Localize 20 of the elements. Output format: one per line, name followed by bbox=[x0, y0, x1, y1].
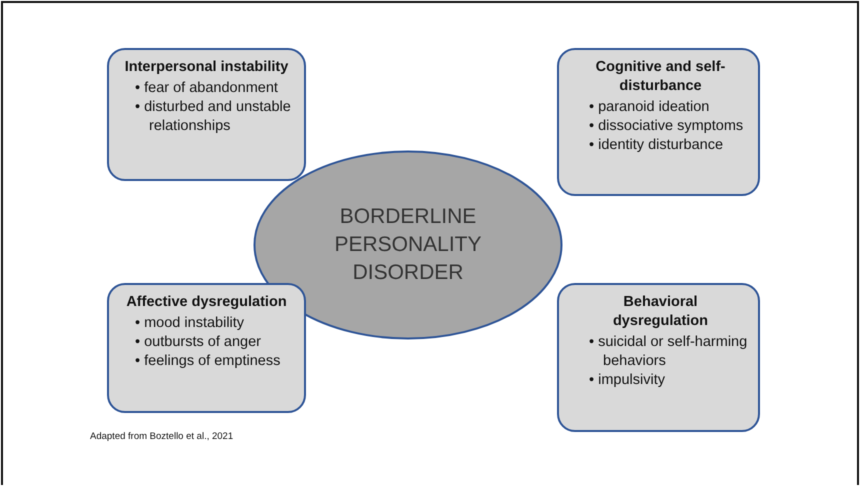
box-heading: Affective dysregulation bbox=[125, 293, 288, 312]
bullet-item: • fear of abandonment bbox=[135, 79, 279, 98]
category-box bbox=[557, 283, 760, 432]
category-box bbox=[107, 283, 306, 413]
bullet-item: • impulsivity bbox=[589, 371, 666, 390]
bullet-item: • identity disturbance bbox=[589, 136, 724, 155]
box-heading: Behavioral dysregulation bbox=[612, 293, 710, 331]
box-heading: Interpersonal instability bbox=[124, 58, 290, 77]
bullet-item: • outbursts of anger bbox=[135, 333, 262, 352]
category-box bbox=[557, 48, 760, 196]
category-box bbox=[107, 48, 306, 181]
bullet-item: • dissociative symptoms bbox=[589, 117, 744, 136]
bullet-item: • mood instability bbox=[135, 314, 246, 333]
ellipse-title: BORDERLINE PERSONALITY DISORDER bbox=[333, 204, 483, 286]
box-heading: Cognitive and self-disturbance bbox=[594, 58, 726, 96]
bullet-item: • suicidal or self-harming behaviors bbox=[589, 333, 748, 371]
bullet-item: • paranoid ideation bbox=[589, 98, 710, 117]
bullet-item: • disturbed and unstable relationships bbox=[135, 98, 292, 136]
caption: Adapted from Boztello et al., 2021 bbox=[90, 431, 234, 442]
bullet-item: • feelings of emptiness bbox=[135, 352, 282, 371]
